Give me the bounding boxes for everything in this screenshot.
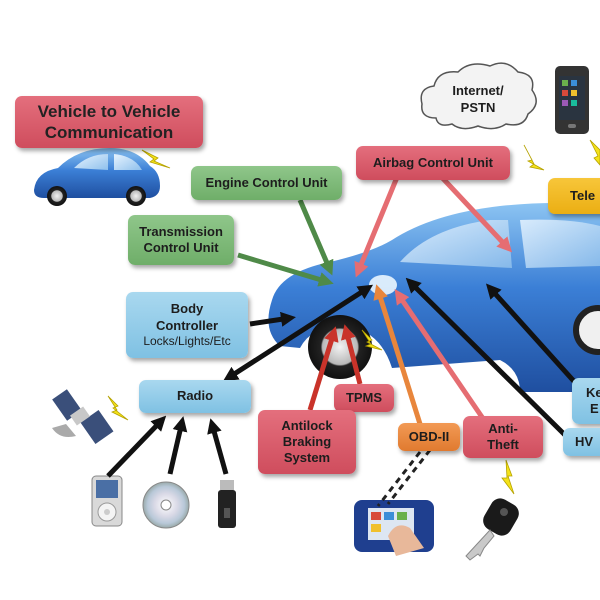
arrow-obd [373,284,423,425]
internet-pstn-label: Internet/ PSTN [428,83,528,117]
main-car-icon [268,203,600,392]
cd-icon [142,481,190,529]
abs-text: Antilock Braking System [281,417,333,466]
obd-text: OBD-II [408,428,450,444]
body-controller-box: Body Controller Locks/Lights/Etc [126,292,248,358]
engine-control-unit-box: Engine Control Unit [191,166,342,200]
arrow-antitheft [394,289,487,422]
car-key-icon [465,498,519,561]
front-wheel-icon [308,315,372,379]
arrow-keyless [485,283,582,390]
lightning-icon [107,395,129,421]
tpms-box: TPMS [334,384,394,412]
tcu-text: Transmission Control Unit [139,223,223,255]
diagnostic-scanner-icon [354,500,434,556]
body-sub-text: Locks/Lights/Etc [143,333,231,348]
arrow-hvac [405,277,568,438]
rear-wheel-icon [573,305,600,355]
antitheft-text: Anti- Theft [487,420,519,452]
airbag-control-unit-box: Airbag Control Unit [356,146,510,180]
arrow-cd-radio [167,416,188,475]
keyless-entry-box: Ke E [572,378,600,424]
arrow-abs [307,326,339,411]
airbag-text: Airbag Control Unit [373,154,493,170]
internet-text: Internet/ PSTN [452,83,504,115]
ecu-text: Engine Control Unit [205,174,328,190]
smartphone-icon [555,66,589,134]
lightning-icon [589,139,600,166]
telematics-box: Tele [548,178,600,214]
transmission-control-unit-box: Transmission Control Unit [128,215,234,265]
arrow-ipod-radio [106,415,167,478]
lightning-icon [141,149,171,169]
lightning-icon [501,459,515,495]
ipod-icon [91,475,123,527]
radio-text: Radio [176,388,214,404]
tpms-text: TPMS [345,389,383,405]
radio-box: Radio [139,380,251,413]
v2v-text: Vehicle to Vehicle Communication [37,101,181,142]
usb-drive-icon [218,480,236,528]
keyless-text: Ke E [586,384,600,416]
antilock-braking-box: Antilock Braking System [258,410,356,474]
cloud-icon [420,62,537,130]
obd-ii-box: OBD-II [398,423,460,451]
arrow-tpms [340,324,363,385]
arrow-tcu [237,252,334,287]
v2v-label: Vehicle to Vehicle Communication [15,96,203,148]
arrow-ecu [297,199,334,276]
small-car-icon [34,148,160,206]
telematics-text: Tele [570,187,596,203]
arrow-radio-hub [222,284,374,382]
arrow-usb-radio [207,418,229,475]
lightning-icon [523,144,545,171]
arrow-airbag-car [433,168,513,253]
anti-theft-box: Anti- Theft [463,416,543,458]
arrow-airbag-hub [354,169,403,278]
hvac-text: HV [575,433,594,449]
body-text: Body Controller [155,301,219,333]
satellite-icon [52,389,114,444]
hvac-box: HV [563,428,600,456]
